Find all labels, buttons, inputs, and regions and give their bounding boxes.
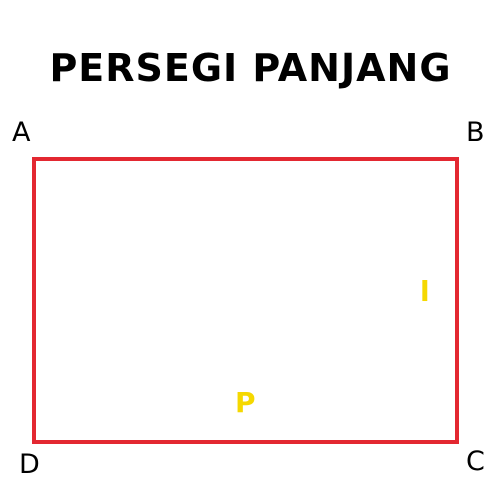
rectangle-shape — [32, 157, 459, 444]
vertex-label-a: A — [12, 117, 31, 148]
length-label: P — [235, 386, 256, 419]
vertex-label-c: C — [466, 446, 485, 477]
vertex-label-d: D — [19, 449, 40, 480]
width-label: l — [420, 275, 430, 308]
vertex-label-b: B — [466, 117, 485, 148]
diagram-title: PERSEGI PANJANG — [49, 46, 452, 90]
